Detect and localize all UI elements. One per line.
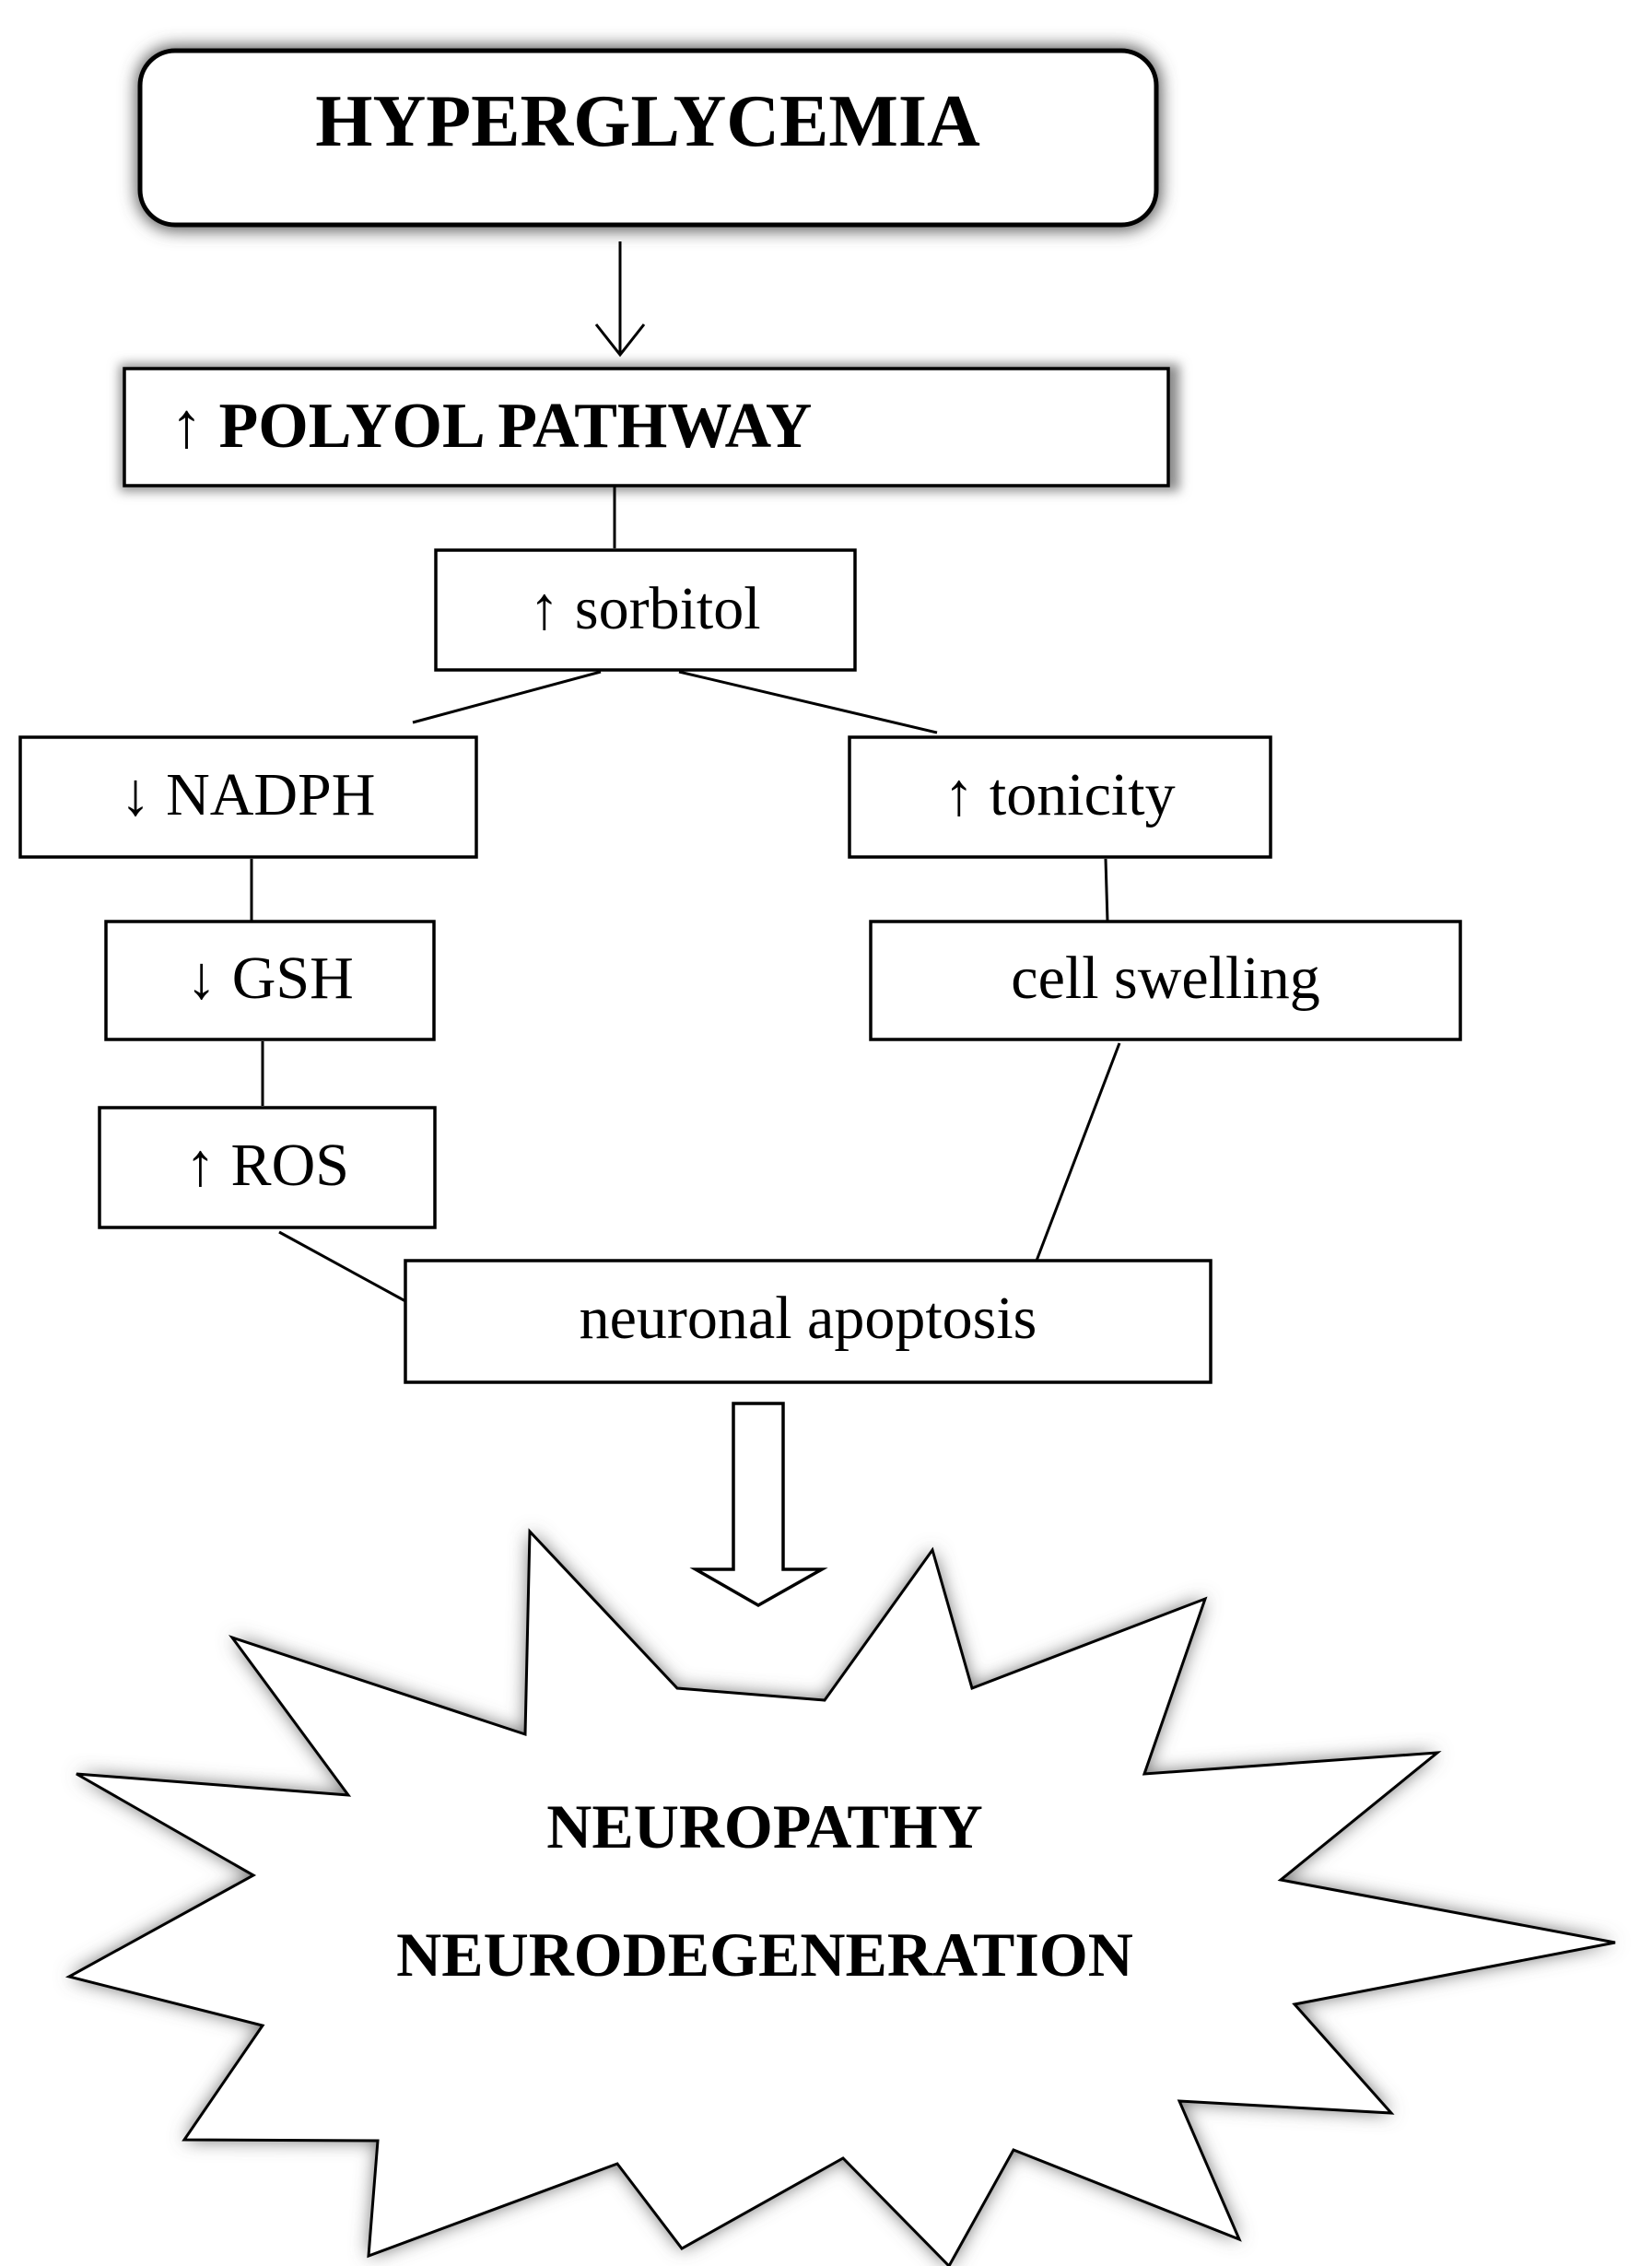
block-arrow-down	[689, 1402, 828, 1608]
neuronal-apoptosis-node: neuronal apoptosis	[404, 1259, 1213, 1384]
connector-sorbitol-nadph	[412, 670, 602, 724]
neurodegeneration-label: NEURODEGENERATION	[396, 1920, 1133, 1990]
gsh-label: ↓ GSH	[186, 945, 354, 1012]
polyol-pathway-label: ↑ POLYOL PATHWAY	[170, 391, 812, 462]
connector-cell-swelling-apoptosis	[1035, 1042, 1121, 1262]
cell-swelling-node: cell swelling	[869, 920, 1462, 1041]
nadph-label: ↓ NADPH	[121, 761, 376, 828]
neuronal-apoptosis-label: neuronal apoptosis	[580, 1285, 1037, 1352]
ros-label: ↑ ROS	[185, 1132, 349, 1199]
connector-ros-apoptosis	[278, 1230, 408, 1304]
ros-node: ↑ ROS	[98, 1106, 437, 1229]
connector-tonicity-cell-swelling	[1104, 858, 1109, 922]
connector-sorbitol-tonicity	[678, 670, 938, 734]
cell-swelling-label: cell swelling	[1011, 945, 1319, 1012]
tonicity-node: ↑ tonicity	[848, 735, 1272, 859]
outcome-starburst: NEUROPATHY NEURODEGENERATION	[64, 1528, 1616, 2266]
gsh-node: ↓ GSH	[104, 920, 436, 1041]
tonicity-label: ↑ tonicity	[943, 761, 1175, 828]
neuropathy-label: NEUROPATHY	[546, 1791, 982, 1861]
sorbitol-node: ↑ sorbitol	[434, 548, 857, 672]
polyol-pathway-node: ↑ POLYOL PATHWAY	[120, 364, 1179, 491]
arrow-to-polyol	[594, 241, 646, 358]
sorbitol-label: ↑ sorbitol	[529, 575, 760, 642]
hyperglycemia-label: HYPERGLYCEMIA	[315, 81, 980, 162]
hyperglycemia-node: HYPERGLYCEMIA	[136, 46, 1161, 230]
nadph-node: ↓ NADPH	[18, 735, 478, 859]
